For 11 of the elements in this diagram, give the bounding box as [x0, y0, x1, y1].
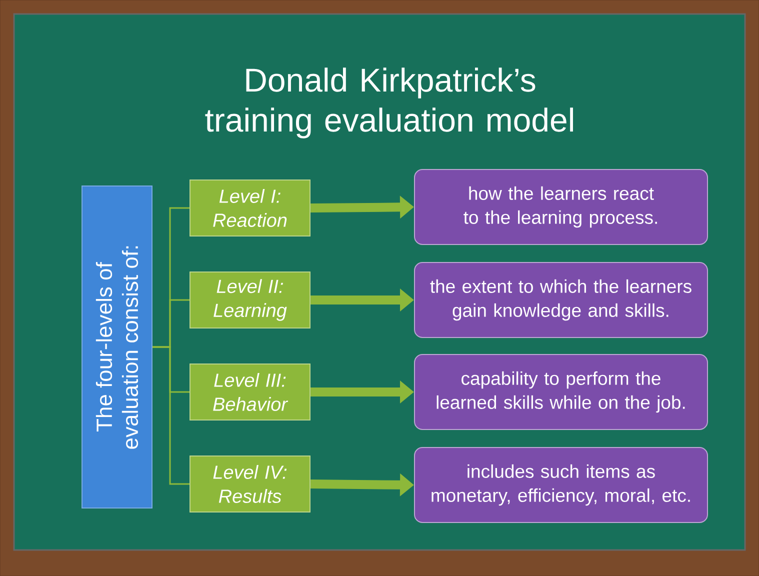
heading-box: The four-levels of evaluation consist of: [82, 186, 152, 508]
description-box: how the learners react to the learning process. [414, 169, 708, 245]
level-box: Level II: Learning [190, 272, 310, 328]
description-box: the extent to which the learners gain knowledge and skills. [414, 262, 708, 338]
connector-line [152, 346, 190, 485]
level-box: Level I: Reaction [190, 180, 310, 236]
title: Donald Kirkpatrick’s training evaluation model [205, 68, 573, 138]
description-box: capability to perform the learned skills while on the job. [414, 354, 708, 430]
level-box: Level III: Behavior [190, 364, 310, 420]
description-box: includes such items as monetary, efficiency, moral, etc. [414, 447, 708, 523]
level-box: Level IV: Results [190, 456, 310, 512]
